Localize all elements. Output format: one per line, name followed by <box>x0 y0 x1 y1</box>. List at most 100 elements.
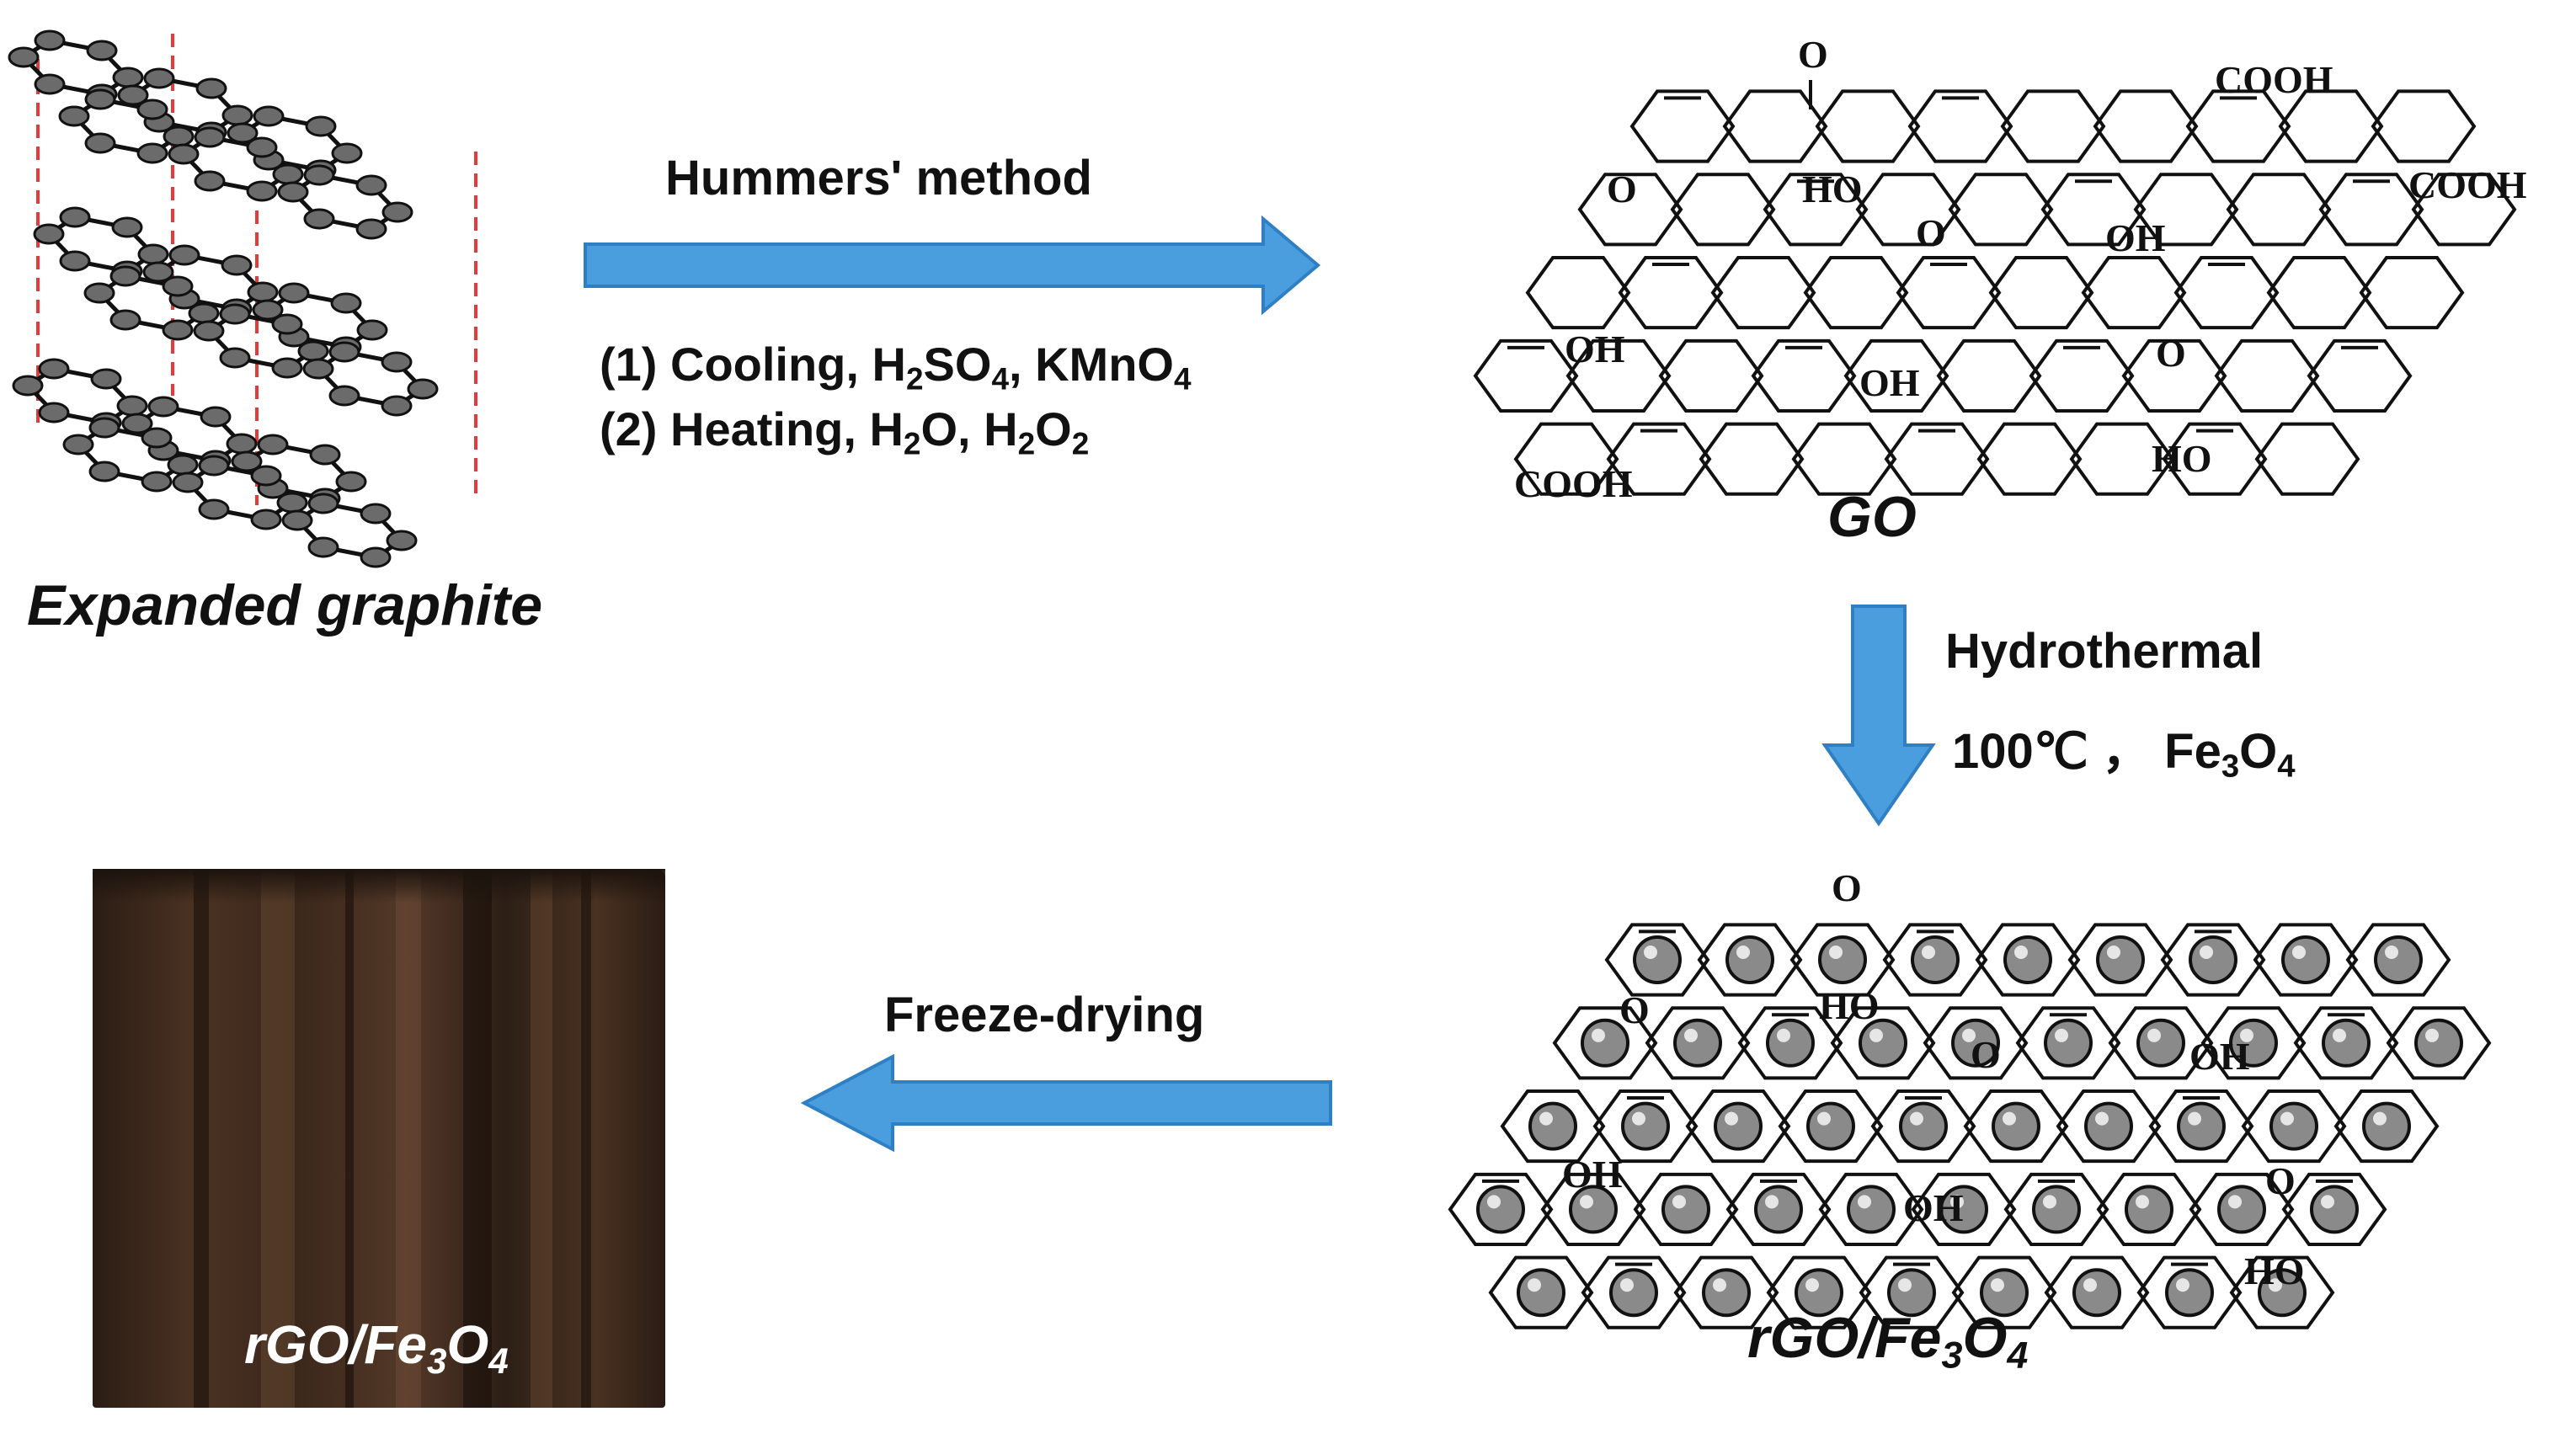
rgo-ring <box>2281 1172 2387 1246</box>
graphite-atom <box>83 282 115 304</box>
go-ring <box>2254 422 2360 496</box>
go-cooh-bottom: COOH <box>1514 462 1633 505</box>
fe3o4-particle-highlight <box>2321 1195 2334 1209</box>
rgo-ring <box>2229 1255 2335 1329</box>
graphite-atom <box>8 46 40 68</box>
go-ring <box>1606 422 1712 496</box>
arrow-down <box>1821 605 1936 827</box>
fe3o4-particle-highlight <box>2014 946 2028 959</box>
rgo-ring <box>2200 1006 2307 1080</box>
graphite-atom <box>303 208 335 230</box>
arrow-left <box>800 1053 1332 1153</box>
graphite-atom <box>253 105 285 127</box>
go-ring <box>1629 89 1736 163</box>
rgo-ring <box>1963 1089 2069 1164</box>
graphite-atom <box>277 181 309 203</box>
rgo-ring <box>2386 1006 2492 1080</box>
go-ring <box>2307 338 2413 413</box>
graphite-atom <box>246 136 278 158</box>
graphite-atom <box>193 320 225 342</box>
graphite-atom <box>59 250 91 272</box>
go-ring <box>2029 338 2135 413</box>
go-ring <box>1803 256 1909 330</box>
rgo-ring <box>2044 1255 2150 1329</box>
graphite-atom <box>250 509 282 530</box>
go-ring <box>2081 256 2187 330</box>
rgo-ring <box>2108 1006 2214 1080</box>
graphite-atom <box>246 180 278 202</box>
rgo-ring <box>1488 1255 1594 1329</box>
go-epoxy-o-3: O <box>2156 332 2186 375</box>
rgo-ring <box>2345 923 2451 997</box>
rgo-epoxy-o-2: O <box>1971 1033 2001 1076</box>
rgo-ring <box>2136 1255 2243 1329</box>
go-ring <box>1658 338 1764 413</box>
fe3o4-particle-highlight <box>1829 946 1843 959</box>
rgo-oh-3: OH <box>1903 1186 1964 1229</box>
graphite-atom <box>278 282 310 304</box>
graphite-atom <box>90 368 122 390</box>
graphite-atom <box>59 206 91 228</box>
fe3o4-particle-highlight <box>1805 1278 1819 1292</box>
graphite-atom <box>227 122 259 144</box>
rgo-ring <box>1448 1172 1554 1246</box>
go-ring <box>2069 422 2175 496</box>
fe3o4-particle-highlight <box>2280 1111 2294 1126</box>
aerogel-photo <box>93 869 665 1408</box>
go-ring <box>2278 89 2384 163</box>
fe3o4-particle-highlight <box>2107 946 2120 959</box>
rgo-ring <box>1859 1255 1965 1329</box>
fe3o4-particle-highlight <box>1922 946 1935 959</box>
fe3o4-particle-highlight <box>2269 1278 2282 1292</box>
fe3o4-particle-highlight <box>1765 1195 1779 1209</box>
fe3o4-particle-highlight <box>1632 1111 1645 1126</box>
go-ring <box>2226 173 2332 247</box>
graphite-atom <box>307 536 339 558</box>
graphite-atom <box>355 174 387 196</box>
fe3o4-particle-highlight <box>2147 1028 2161 1042</box>
go-ring <box>1525 256 1631 330</box>
rgo-ring <box>1911 1172 2017 1246</box>
fe3o4-particle-highlight <box>1672 1195 1686 1209</box>
fe3o4-particle-highlight <box>2055 1028 2068 1042</box>
go-epoxy-o-2: O <box>1916 211 1946 254</box>
hummers-condition-1: (1) Cooling, H2SO4, KMnO4 <box>600 338 1192 397</box>
go-ho-2: HO <box>2152 437 2212 480</box>
rgo-ring <box>1818 1172 1924 1246</box>
rgo-ketone-o: O <box>1832 866 1862 909</box>
graphite-atom <box>195 77 227 99</box>
aerogel-photo-label: rGO/Fe3O4 <box>244 1314 509 1381</box>
rgo-ring <box>2189 1172 2295 1246</box>
rgo-ring <box>2293 1006 2399 1080</box>
fe3o4-particle-highlight <box>1528 1278 1541 1292</box>
fe3o4-particle-highlight <box>2425 1028 2439 1042</box>
fe3o4-particle-highlight <box>1950 1195 1964 1209</box>
graphite-atom <box>231 450 263 472</box>
fe3o4-particle-highlight <box>1580 1195 1593 1209</box>
graphite-atom <box>162 275 194 297</box>
rgo-ring <box>2015 1006 2121 1080</box>
fe3o4-particle-highlight <box>2373 1111 2387 1126</box>
go-ho-1: HO <box>1802 168 1863 210</box>
fe3o4-particle-highlight <box>1592 1028 1605 1042</box>
rgo-ring <box>2241 1089 2347 1164</box>
freeze-drying-label: Freeze-drying <box>884 988 1205 1042</box>
go-ring <box>1988 256 2094 330</box>
fe3o4-particle-highlight <box>1910 1111 1923 1126</box>
fe3o4-particle-highlight <box>2083 1278 2097 1292</box>
graphite-atom <box>168 143 200 165</box>
go-ring <box>1618 256 1724 330</box>
rgo-ring <box>1737 1006 1843 1080</box>
fe3o4-particle-highlight <box>1858 1195 1871 1209</box>
fe3o4-particle-highlight <box>2095 1111 2109 1126</box>
fe3o4-particle-highlight <box>1684 1028 1698 1042</box>
graphite-atom <box>381 201 413 223</box>
graphite-atom <box>381 395 413 417</box>
rgo-ho-1: HO <box>1819 984 1880 1027</box>
rgo-ring <box>2067 923 2173 997</box>
rgo-ring <box>1725 1172 1832 1246</box>
graphite-atom <box>88 417 120 439</box>
go-epoxy-o-1: O <box>1607 168 1637 210</box>
